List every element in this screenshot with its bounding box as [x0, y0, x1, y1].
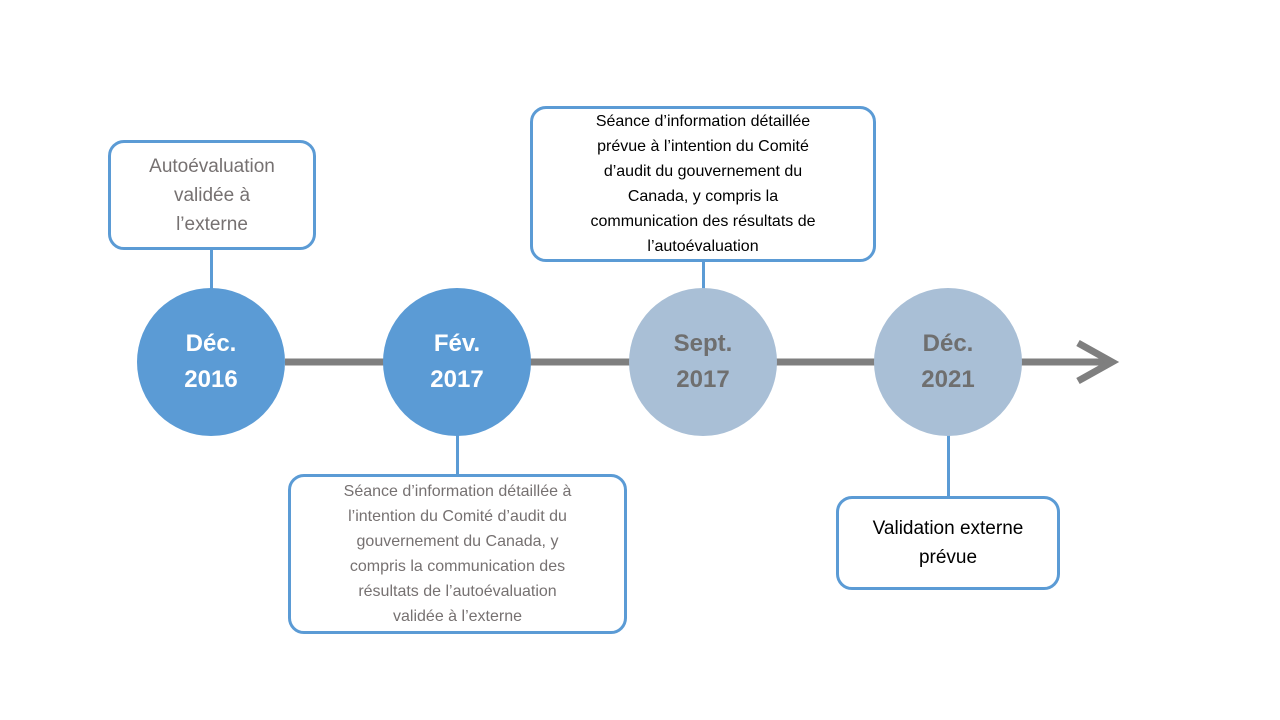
- connector-2: [456, 435, 459, 475]
- description-line: compris la communication des: [349, 558, 566, 575]
- milestone-year: 2017: [676, 366, 730, 393]
- description-box-3: Séance d’information détaillée prévue à …: [530, 106, 876, 262]
- connector-1: [210, 249, 213, 289]
- connector-3: [702, 261, 705, 289]
- description-line: résultats de l’autoévaluation: [358, 583, 557, 600]
- description-line: validée à l’externe: [393, 608, 522, 625]
- arrow-head-icon: [1076, 339, 1120, 385]
- description-box-4: Validation externe prévue: [836, 496, 1060, 590]
- description-line: communication des résultats de: [590, 213, 816, 230]
- description-line: prévue à l’intention du Comité: [597, 138, 809, 155]
- milestone-year: 2021: [921, 366, 975, 393]
- description-line: gouvernement du Canada, y: [356, 533, 559, 550]
- description-box-2: Séance d’information détaillée à l’inten…: [288, 474, 627, 634]
- milestone-sept-2017: Sept. 2017: [629, 288, 777, 436]
- description-line: Validation externe: [872, 518, 1024, 539]
- description-line: validée à: [173, 184, 251, 206]
- description-line: prévue: [918, 547, 978, 568]
- description-line: l’intention du Comité d’audit du: [348, 508, 567, 525]
- milestone-dec-2021: Déc. 2021: [874, 288, 1022, 436]
- description-line: Séance d’information détaillée à: [343, 483, 572, 500]
- milestone-feb-2017: Fév. 2017: [383, 288, 531, 436]
- description-line: Autoévaluation: [149, 155, 275, 177]
- milestone-year: 2017: [430, 366, 484, 393]
- milestone-year: 2016: [184, 366, 238, 393]
- description-box-1: Autoévaluation validée à l’externe: [108, 140, 316, 250]
- description-line: l’autoévaluation: [647, 238, 759, 255]
- connector-4: [947, 435, 950, 498]
- milestone-month: Déc.: [922, 330, 974, 357]
- milestone-month: Sept.: [673, 330, 733, 357]
- description-line: l’externe: [176, 213, 248, 235]
- description-line: Canada, y compris la: [627, 188, 779, 205]
- milestone-month: Déc.: [185, 330, 237, 357]
- description-line: d’audit du gouvernement du: [603, 163, 803, 180]
- description-line: Séance d’information détaillée: [595, 113, 811, 130]
- milestone-month: Fév.: [433, 330, 481, 357]
- milestone-dec-2016: Déc. 2016: [137, 288, 285, 436]
